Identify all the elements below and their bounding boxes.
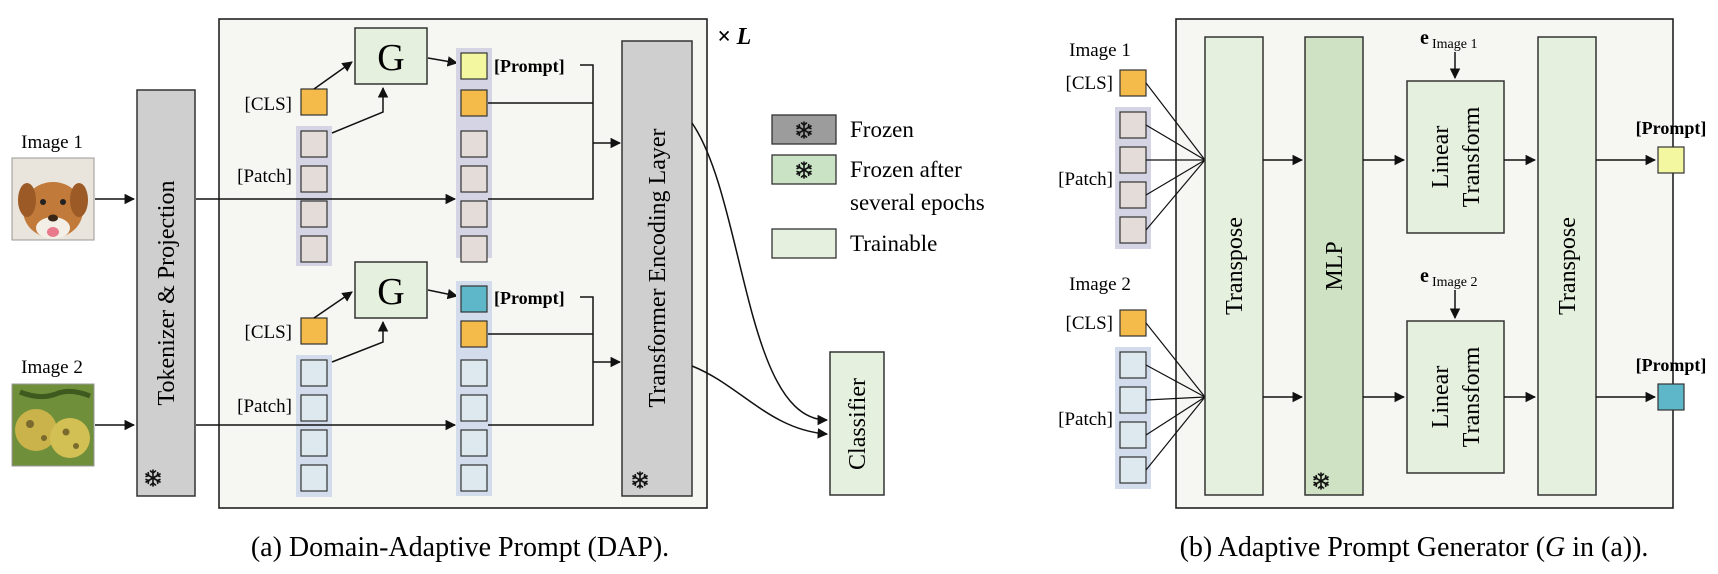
mlp-block [1304,36,1364,496]
legend-label-frozen-after-2: several epochs [850,190,985,215]
transpose-label-1: Transpose [1222,217,1248,315]
linear-label-top-2: Transform [1459,106,1485,207]
prompt-label-b-bottom: [Prompt] [1636,355,1707,375]
e-image1-symbol: e [1420,27,1429,49]
dog-image [11,157,95,241]
generator-block-bottom [354,261,428,319]
prompt-label-bottom: [Prompt] [494,288,565,308]
linear-label-top-1: Linear [1428,126,1454,189]
transpose-block-1 [1204,36,1264,496]
mlp-label: MLP [1322,241,1348,290]
legend-label-frozen-after-1: Frozen after [850,157,962,182]
transformer-encoding-layer [621,40,693,497]
image2-label: Image 2 [21,357,83,378]
prompt-output-top [1657,146,1685,174]
prompt-output-bottom [1657,383,1685,411]
linear-transform-bottom [1406,320,1505,474]
cls-label-b-top: [CLS] [1066,73,1114,94]
linear-label-bottom-2: Transform [1459,346,1485,447]
linear-label-bottom-1: Linear [1428,366,1454,429]
image2-label-b: Image 2 [1069,274,1131,295]
fruit-image [11,383,95,467]
cls-token-top [300,88,328,116]
prompt-token-top [460,52,488,80]
e-image1-subscript: Image 1 [1432,37,1477,52]
classifier-block [829,351,885,496]
repeat-label: × L [717,24,751,50]
cls-token-b-top [1119,69,1147,97]
transpose-label-2: Transpose [1555,217,1581,315]
patch-label-top: [Patch] [237,166,292,187]
legend-label-frozen: Frozen [850,117,914,142]
generator-block-top [354,27,428,85]
prompt-token-bottom [460,285,488,313]
cls-label-b-bottom: [CLS] [1066,313,1114,334]
legend-swatch-trainable [771,228,837,259]
tokenizer-label: Tokenizer & Projection [154,181,180,406]
caption-a: (a) Domain-Adaptive Prompt (DAP). [251,532,669,563]
transpose-block-2 [1537,36,1597,496]
prompt-label-b-top: [Prompt] [1636,118,1707,138]
image1-label: Image 1 [21,132,83,153]
image1-label-b: Image 1 [1069,40,1131,61]
cls-label-bottom: [CLS] [245,322,293,343]
patch-label-b-bottom: [Patch] [1058,409,1113,430]
legend-label-trainable: Trainable [850,231,937,256]
token-stack-bottom [456,281,492,496]
patch-label-b-top: [Patch] [1058,169,1113,190]
e-image2-subscript: Image 2 [1432,275,1477,290]
tokenizer-block [136,89,196,497]
cls-token-bottom [300,317,328,345]
classifier-label: Classifier [845,378,871,470]
legend: Frozen Frozen after several epochs Train… [771,114,985,259]
generator-label-top: G [377,37,404,79]
encoder-label: Transformer Encoding Layer [645,128,671,407]
prompt-label-top: [Prompt] [494,56,565,76]
generator-label-bottom: G [377,271,404,313]
linear-transform-top [1406,80,1505,234]
caption-b: (b) Adaptive Prompt Generator (G in (a))… [1180,532,1649,563]
patch-label-bottom: [Patch] [237,396,292,417]
cls-label-top: [CLS] [245,94,293,115]
cls-token-b-bottom [1119,309,1147,337]
e-image2-symbol: e [1420,265,1429,287]
